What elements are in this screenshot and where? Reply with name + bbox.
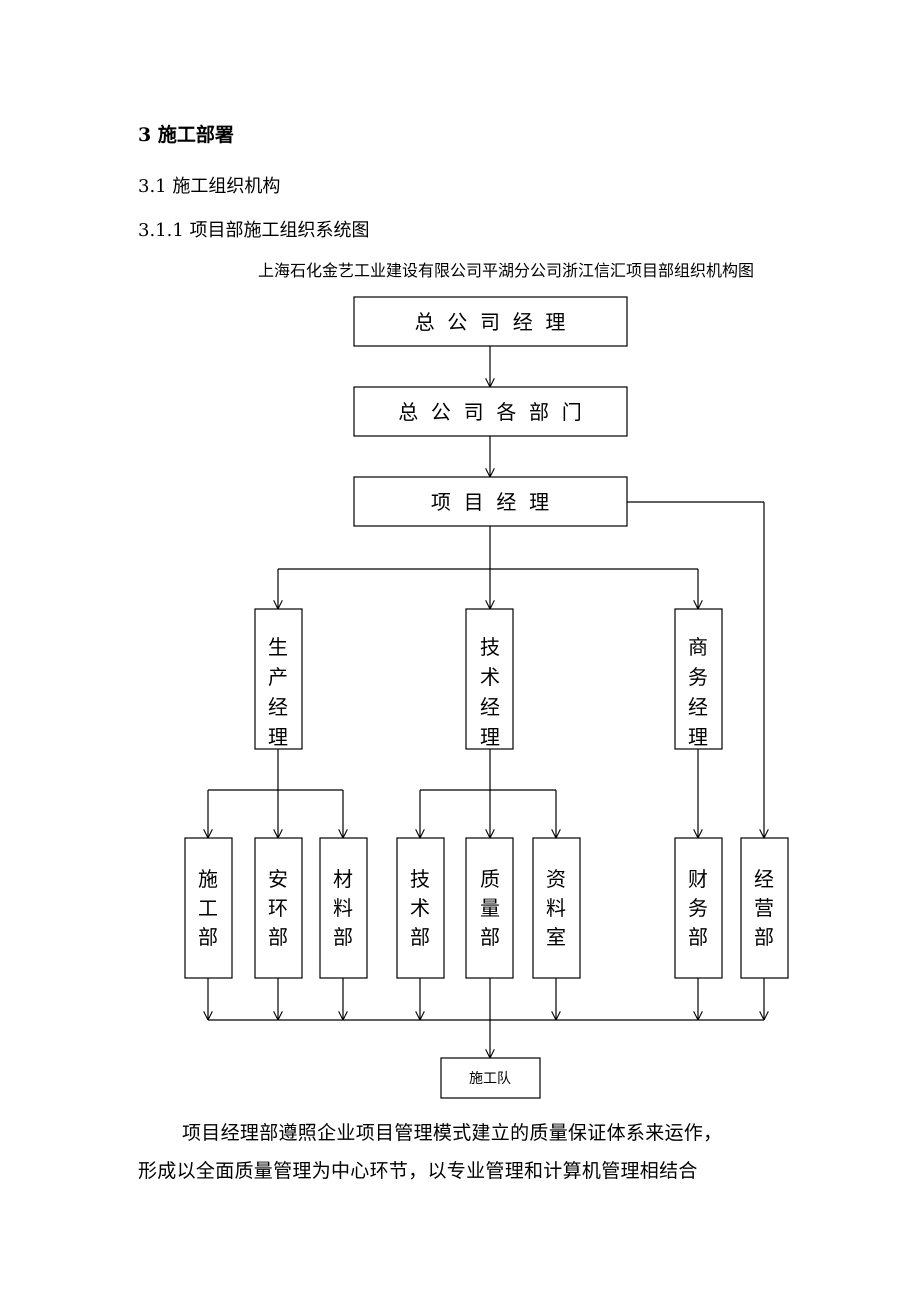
dept-label: 技术部 <box>410 867 430 949</box>
section-heading: 3 施工部署 <box>138 124 234 146</box>
dept-label: 经营部 <box>754 867 774 949</box>
subsubsection-heading: 3.1.1 项目部施工组织系统图 <box>138 220 370 241</box>
construction-team-label: 施工队 <box>469 1071 511 1087</box>
body-paragraph-line-1: 项目经理部遵照企业项目管理模式建立的质量保证体系来运作， <box>182 1122 723 1144</box>
dept-label: 财务部 <box>688 867 708 949</box>
business-manager-label: 商务经理 <box>688 635 708 749</box>
subsection-heading: 3.1 施工组织机构 <box>138 176 281 197</box>
org-chart-title: 上海石化金艺工业建设有限公司平湖分公司浙江信汇项目部组织机构图 <box>257 261 754 280</box>
technical-manager-label: 技术经理 <box>480 635 500 749</box>
dept-label: 安环部 <box>268 867 288 949</box>
general-manager-label: 总 公 司 经 理 <box>415 310 566 334</box>
dept-label: 材料部 <box>333 867 353 949</box>
project-manager-label: 项 目 经 理 <box>431 490 549 514</box>
dept-label: 资料室 <box>546 867 566 949</box>
body-paragraph-line-2: 形成以全面质量管理为中心环节，以专业管理和计算机管理相结合 <box>138 1160 698 1182</box>
company-departments-label: 总 公 司 各 部 门 <box>398 400 582 424</box>
dept-label: 质量部 <box>480 867 500 949</box>
production-manager-label: 生产经理 <box>268 635 288 749</box>
dept-label: 施工部 <box>198 867 218 949</box>
org-chart: 总 公 司 经 理 总 公 司 各 部 门 项 目 经 理 生产经理 技术经理 商务… <box>184 296 789 1099</box>
